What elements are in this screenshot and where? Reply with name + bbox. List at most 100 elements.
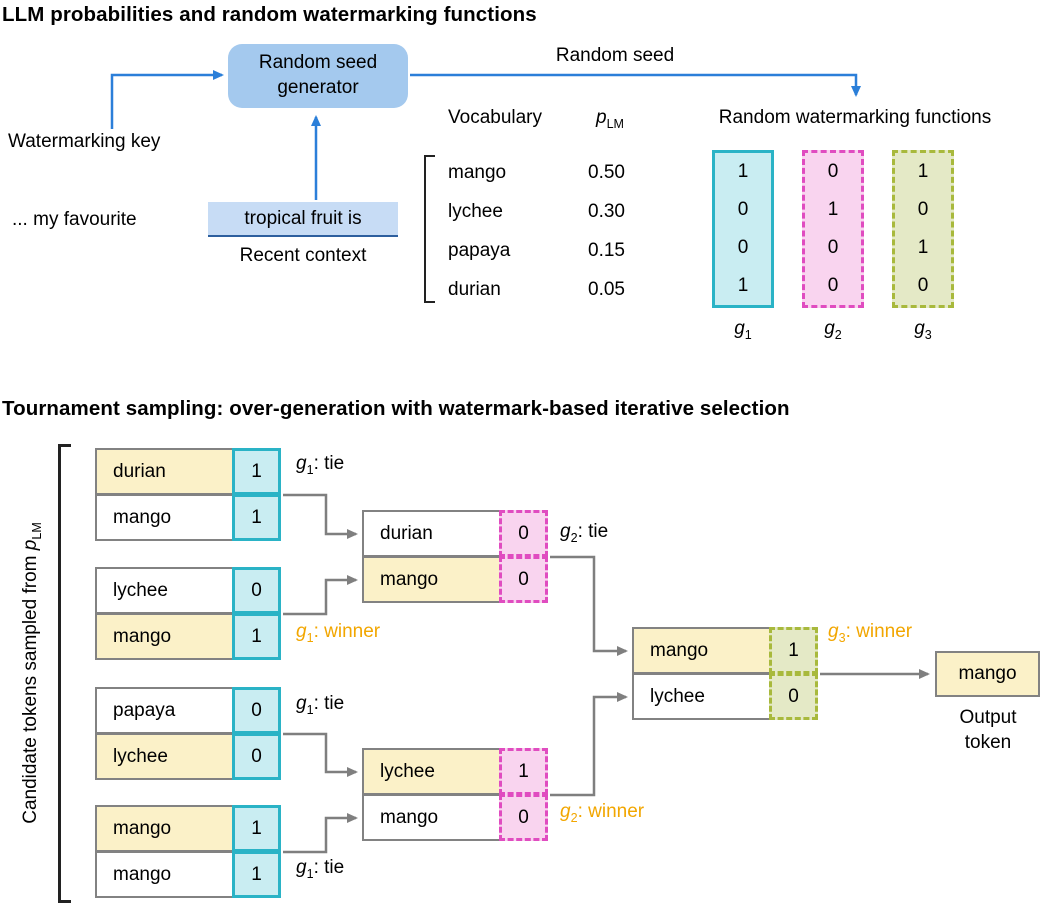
round1-pair3-row2: lychee 0 xyxy=(95,733,281,780)
top-section-title: LLM probabilities and random watermarkin… xyxy=(2,3,537,26)
axis-label-text: Candidate tokens sampled from xyxy=(20,550,41,824)
token-cell: lychee xyxy=(362,748,501,795)
arrow-key-to-generator xyxy=(110,70,224,129)
g3-column-label: g3 xyxy=(892,318,954,342)
g1-value-cell: 0 xyxy=(232,567,281,614)
g1-value-3: 1 xyxy=(737,275,749,296)
output-token-box: mango xyxy=(935,651,1040,697)
random-seed-label: Random seed xyxy=(555,45,675,66)
round1-pair2-row2: mango 1 xyxy=(95,613,281,660)
vocab-prob: 0.05 xyxy=(588,279,625,300)
token-cell: mango xyxy=(95,805,234,852)
generator-label-line1: Random seed xyxy=(258,52,378,74)
vocab-row: lychee 0.30 xyxy=(448,199,658,225)
token-cell: mango xyxy=(95,613,234,660)
g1-value-cell: 1 xyxy=(232,805,281,852)
token-cell: durian xyxy=(95,448,234,495)
recent-context-caption: Recent context xyxy=(239,245,367,266)
token-cell: lychee xyxy=(95,567,234,614)
round3-row2: lychee 0 xyxy=(632,673,818,720)
g2-symbol: g xyxy=(824,318,835,339)
round1-pair4-row1: mango 1 xyxy=(95,805,281,852)
vocab-token: lychee xyxy=(448,201,503,222)
g2-function-column: 0 1 0 0 xyxy=(802,150,864,308)
g1-value-cell: 0 xyxy=(232,733,281,780)
g1-value-1: 0 xyxy=(737,199,749,220)
round1-pair1-result: g1: tie xyxy=(296,453,345,477)
candidates-bracket xyxy=(58,444,71,903)
g3-symbol: g xyxy=(914,318,925,339)
token-cell: papaya xyxy=(95,687,234,734)
vocab-token: mango xyxy=(448,162,507,183)
round1-pair4-result: g1: tie xyxy=(296,857,345,881)
arrow-round2a-to-round3 xyxy=(550,555,628,656)
plm-header: pLM xyxy=(596,107,624,131)
g1-value-cell: 1 xyxy=(232,494,281,541)
arrow-pair3-to-round2b xyxy=(283,732,358,777)
token-cell: lychee xyxy=(632,673,771,720)
g2-subscript: 2 xyxy=(834,327,842,342)
arrow-pair2-to-round2a xyxy=(283,575,358,616)
round1-pair4-row2: mango 1 xyxy=(95,851,281,898)
axis-plm-symbol: p xyxy=(20,539,41,551)
g2-value-0: 0 xyxy=(827,161,839,182)
round2-pair2-result: g2: winner xyxy=(560,801,645,825)
g2-column-label: g2 xyxy=(802,318,864,342)
round2-pair1-result: g2: tie xyxy=(560,521,609,545)
round2-pair1-row2: mango 0 xyxy=(362,556,548,603)
vocab-row: durian 0.05 xyxy=(448,277,658,303)
g1-value-2: 0 xyxy=(737,237,749,258)
g3-value-0: 1 xyxy=(917,161,929,182)
g2-value-cell: 1 xyxy=(499,748,548,795)
g1-symbol: g xyxy=(734,318,745,339)
token-cell: durian xyxy=(362,510,501,557)
g1-value-0: 1 xyxy=(737,161,749,182)
g1-value-cell: 1 xyxy=(232,448,281,495)
g2-value-2: 0 xyxy=(827,237,839,258)
plm-symbol: p xyxy=(596,107,607,128)
g2-value-3: 0 xyxy=(827,275,839,296)
g2-value-1: 1 xyxy=(827,199,839,220)
token-cell: mango xyxy=(632,627,771,674)
round3-result: g3: winner xyxy=(828,621,913,645)
arrow-pair1-to-round2a xyxy=(283,493,358,539)
vocab-token: papaya xyxy=(448,240,511,261)
vocab-row: papaya 0.15 xyxy=(448,238,658,264)
candidates-axis-label: Candidate tokens sampled from pLM xyxy=(20,444,44,902)
round2-pair1-row1: durian 0 xyxy=(362,510,548,557)
watermarking-key-label: Watermarking key xyxy=(8,131,161,152)
g3-subscript: 3 xyxy=(924,327,932,342)
round3-row1: mango 1 xyxy=(632,627,818,674)
vocab-prob: 0.15 xyxy=(588,240,625,261)
rwf-header: Random watermarking functions xyxy=(718,107,992,128)
g3-value-1: 0 xyxy=(917,199,929,220)
g1-function-column: 1 0 0 1 xyxy=(712,150,774,308)
context-prefix: ... my favourite xyxy=(12,209,137,230)
recent-context-box: tropical fruit is xyxy=(208,202,398,237)
token-cell: lychee xyxy=(95,733,234,780)
arrow-round2b-to-round3 xyxy=(550,692,628,797)
round2-pair2-row1: lychee 1 xyxy=(362,748,548,795)
vocab-prob: 0.50 xyxy=(588,162,625,183)
plm-subscript: LM xyxy=(606,116,624,131)
vocab-token: durian xyxy=(448,279,501,300)
token-cell: mango xyxy=(95,494,234,541)
bottom-section-title: Tournament sampling: over-generation wit… xyxy=(2,397,790,420)
output-token-text: mango xyxy=(958,663,1017,684)
output-caption-line1: Output xyxy=(959,707,1017,728)
g3-value-2: 1 xyxy=(917,237,929,258)
g3-value-cell: 1 xyxy=(769,627,818,674)
g1-value-cell: 0 xyxy=(232,687,281,734)
g3-value-3: 0 xyxy=(917,275,929,296)
round2-pair2-row2: mango 0 xyxy=(362,794,548,841)
g1-subscript: 1 xyxy=(744,327,752,342)
g3-value-cell: 0 xyxy=(769,673,818,720)
vocab-row: mango 0.50 xyxy=(448,160,658,186)
g3-function-column: 1 0 1 0 xyxy=(892,150,954,308)
round1-pair1-row1: durian 1 xyxy=(95,448,281,495)
g1-value-cell: 1 xyxy=(232,851,281,898)
round1-pair2-row1: lychee 0 xyxy=(95,567,281,614)
arrow-pair4-to-round2b xyxy=(283,813,358,854)
output-caption-line2: token xyxy=(964,732,1012,754)
